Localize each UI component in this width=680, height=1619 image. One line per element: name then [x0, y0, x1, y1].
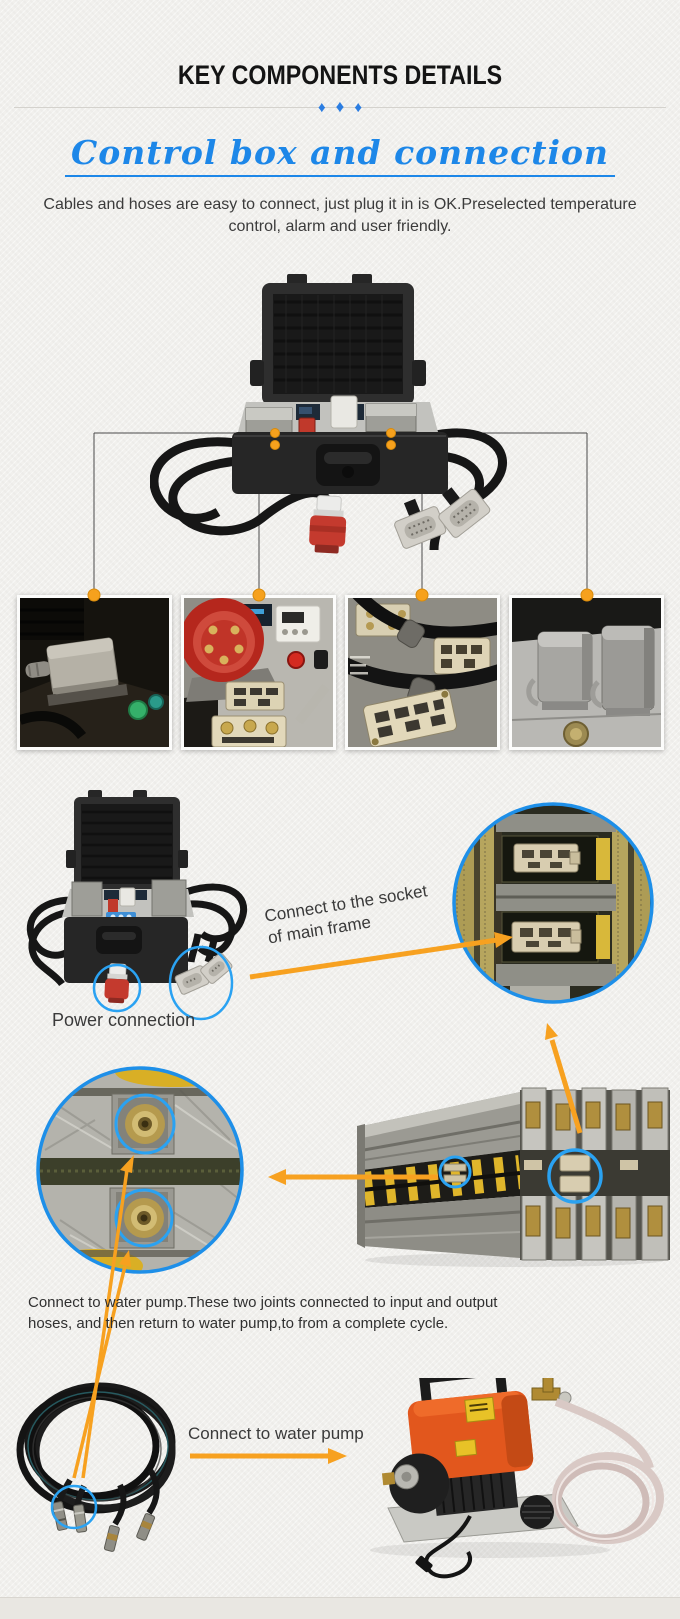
description-line: Cables and hoses are easy to connect, ju…: [43, 196, 637, 213]
cream-connectors: [211, 681, 287, 747]
thumbnail-4-art: [512, 598, 661, 747]
diamond-decoration: ♦ ♦ ♦: [0, 95, 680, 120]
water-pump-note: Connect to water pump.These two joints c…: [28, 1292, 497, 1334]
section-title-text: Control box and connection: [64, 133, 616, 177]
header-divider: [14, 107, 666, 108]
connect-pump-label: Connect to water pump: [188, 1424, 364, 1443]
red-pilot-light: [287, 651, 305, 669]
brass-fittings-bottom: [525, 1205, 663, 1239]
diamond-icon: ♦: [335, 97, 345, 116]
clear-hose-coil: [552, 1398, 664, 1544]
zoom-circle-border: [452, 802, 654, 1004]
case-lid: [66, 790, 188, 891]
control-box-photo-small: [26, 790, 248, 1004]
control-panel: [62, 879, 194, 922]
water-pump-note-line: Connect to water pump.These two joints c…: [28, 1294, 498, 1311]
green-button: [128, 700, 148, 720]
female-insert-large: [363, 688, 457, 747]
pump-handle: [418, 1378, 508, 1403]
thumbnail-connector-hoods: [509, 595, 664, 750]
main-frame-socket-zoom: [452, 802, 654, 1004]
socket-recess-lower: [501, 911, 610, 963]
diamond-icon: ♦: [354, 99, 362, 116]
description-line: control, alarm and user friendly.: [228, 218, 452, 235]
water-joints-zoom: [36, 1066, 244, 1274]
case-lid: [250, 274, 426, 405]
connector-hood: [526, 631, 593, 710]
frame-connectors: [394, 487, 491, 549]
brass-joint-lower: [124, 1198, 164, 1238]
hose-coil: [16, 1382, 176, 1526]
pump-body: [381, 1378, 534, 1516]
thumbnail-3-art: [348, 598, 497, 747]
pump-fittings: [531, 1378, 572, 1405]
power-connection-label: Power connection: [52, 1010, 196, 1030]
section-title: Control box and connection: [0, 133, 680, 177]
gray-connector: [25, 637, 128, 706]
red-cee-plug-face: [184, 598, 264, 682]
brass-joint-upper: [125, 1104, 165, 1144]
connector-hood: [590, 625, 655, 716]
section-bottom-edge: [0, 1597, 680, 1619]
brass-fittings-top: [525, 1101, 663, 1131]
case-body: [232, 432, 448, 494]
water-pump-note-line: hoses, and then return to water pump,to …: [28, 1315, 449, 1332]
thumbnail-2-art: [184, 598, 333, 747]
main-frame-machine-photo: [357, 1087, 670, 1267]
zoom-circle-border: [36, 1066, 244, 1274]
section-description: Cables and hoses are easy to connect, ju…: [20, 194, 660, 238]
water-pump-photo: [370, 1378, 664, 1579]
page-title: KEY COMPONENTS DETAILS: [177, 60, 503, 90]
machine-left-side: [357, 1092, 522, 1258]
water-hoses-photo: [16, 1382, 176, 1552]
socket-recess-upper: [501, 835, 610, 883]
diamond-icon: ♦: [318, 99, 326, 116]
thumbnail-connector-closeup-1: [17, 595, 172, 750]
control-box-photo: [150, 274, 507, 554]
thumbnail-1-art: [20, 598, 169, 747]
thumbnail-power-plug-panel: [181, 595, 336, 750]
red-cee-plug: [309, 495, 347, 554]
thumbnail-connectors-cables: [345, 595, 500, 750]
